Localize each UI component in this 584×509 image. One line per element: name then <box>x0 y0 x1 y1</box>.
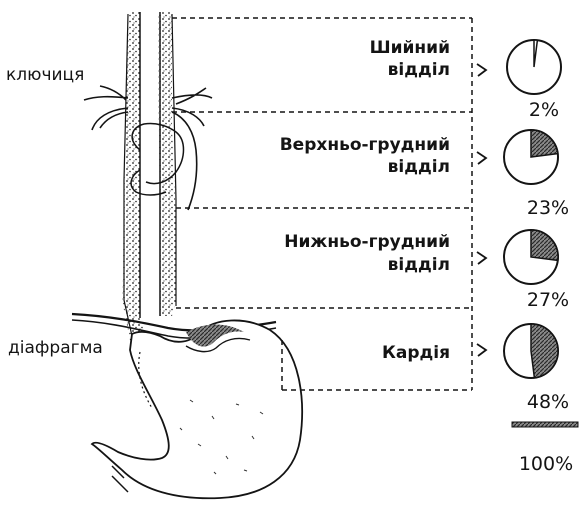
right-branches <box>172 88 212 210</box>
section-label-line2: відділ <box>388 255 450 275</box>
chevron-right-icon <box>477 64 486 76</box>
section-shiinyi: Шийний відділ <box>370 38 450 80</box>
section-label-line2: відділ <box>388 60 450 80</box>
section-cardia: Кардія <box>382 343 450 363</box>
section-label-line1: Нижньо-грудний <box>284 232 450 252</box>
section-label-line1: Верхньо-грудний <box>280 135 450 155</box>
total-label: 100% <box>519 453 573 475</box>
section-label-line1: Шийний <box>370 38 450 58</box>
pie-chart <box>507 40 561 94</box>
pie-chart <box>504 130 558 184</box>
percent-label: 27% <box>527 289 569 311</box>
stomach <box>92 320 302 498</box>
section-label-line2: відділ <box>388 157 450 177</box>
clavicle-label: ключиця <box>6 65 84 85</box>
percent-label: 23% <box>527 197 569 219</box>
chevron-right-icon <box>477 152 486 164</box>
pie-chart <box>504 230 558 284</box>
chevron-right-icon <box>477 252 486 264</box>
left-branches <box>84 86 128 130</box>
total-bar <box>512 422 578 427</box>
percent-label: 48% <box>527 391 569 413</box>
pie-slice <box>531 130 558 157</box>
section-label-cardia: Кардія <box>382 343 450 363</box>
pie-chart <box>504 324 558 378</box>
pie-slice <box>531 324 558 378</box>
anatomy <box>72 12 302 498</box>
chevron-right-icon <box>477 344 486 356</box>
section-lower-thoracic: Нижньо-грудний відділ <box>284 232 450 275</box>
percent-label: 2% <box>529 99 559 121</box>
diaphragm-label: діафрагма <box>8 338 103 358</box>
chevrons <box>477 64 486 356</box>
section-upper-thoracic: Верхньо-грудний відділ <box>280 135 450 177</box>
pie-slice <box>531 230 558 260</box>
